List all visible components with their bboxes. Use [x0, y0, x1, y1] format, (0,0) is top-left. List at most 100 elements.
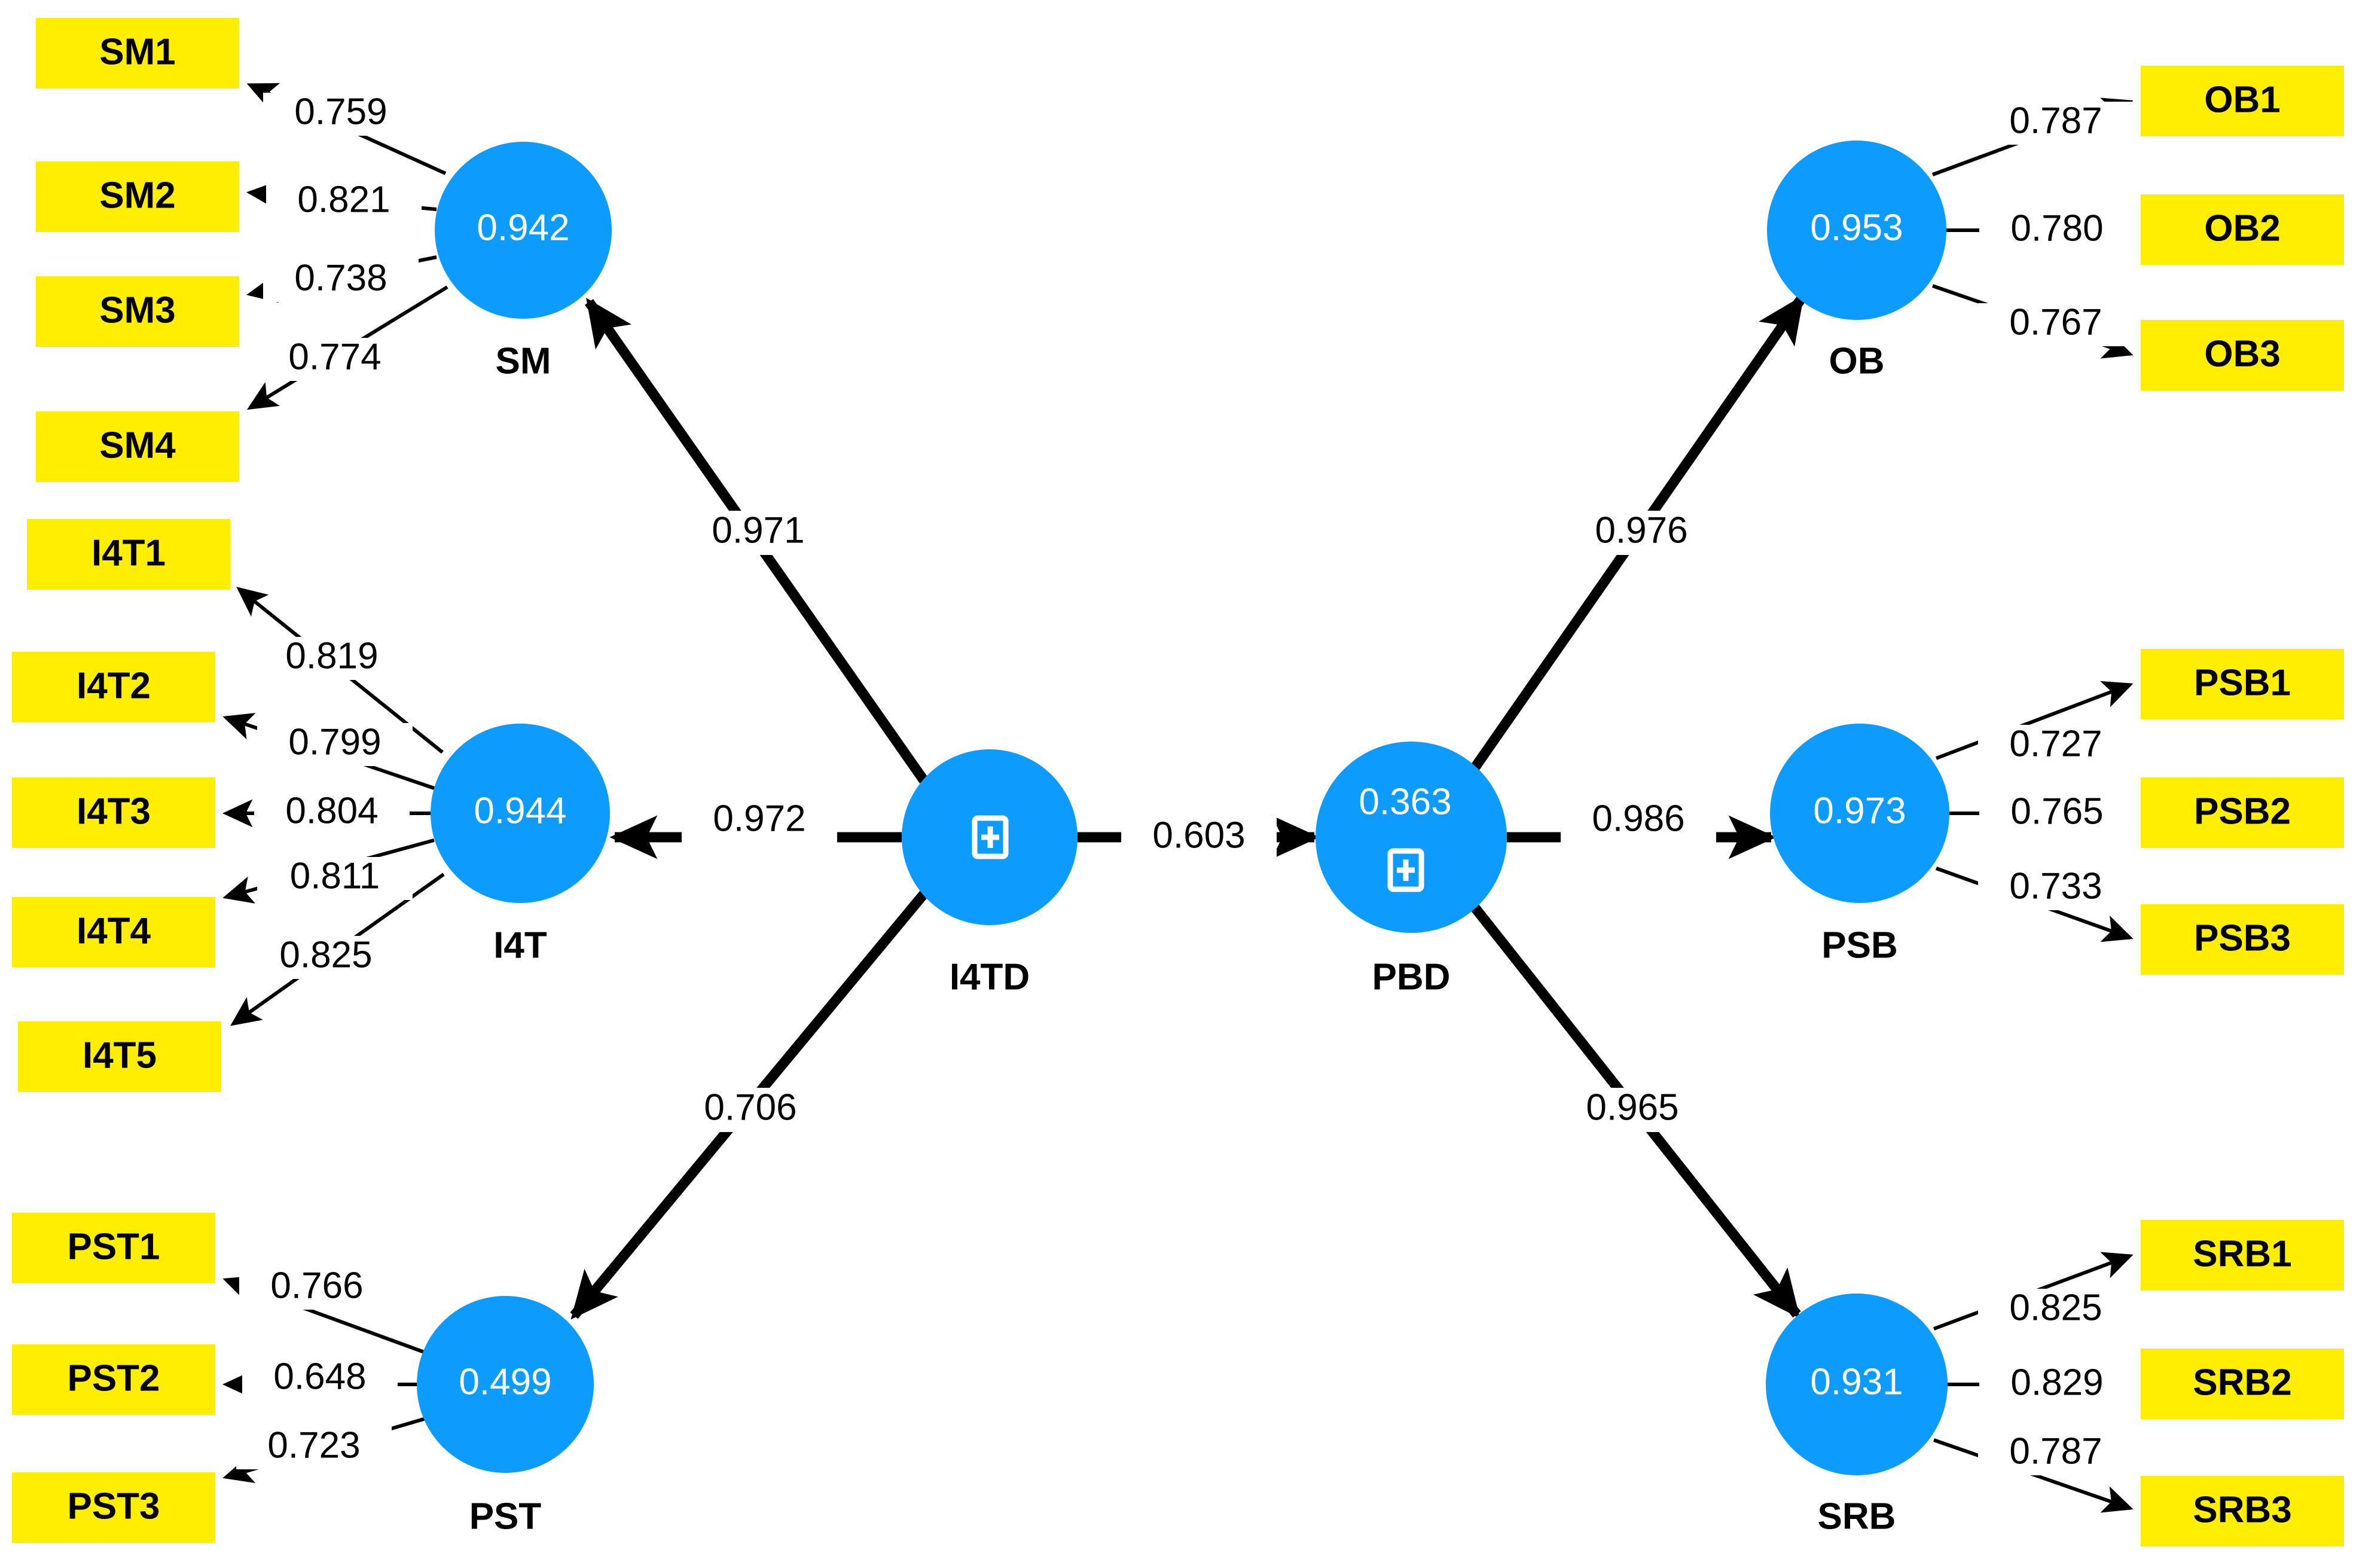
construct-name-label: SRB [1818, 1496, 1896, 1537]
indicator-sm2[interactable]: SM2 [36, 161, 239, 232]
label-backdrop [1978, 725, 2134, 768]
indicator-label: SM3 [99, 289, 175, 331]
loading-value: 0.774 [288, 336, 381, 377]
indicator-psb1[interactable]: PSB1 [2141, 649, 2344, 719]
indicator-box-rect[interactable] [36, 411, 239, 482]
indicator-box-rect[interactable] [2141, 1349, 2344, 1419]
indicator-box-rect[interactable] [12, 1472, 215, 1543]
indicator-sm4[interactable]: SM4 [36, 411, 239, 482]
indicator-label: I4T3 [77, 791, 151, 832]
indicator-label: SM1 [99, 31, 175, 72]
construct-circle[interactable] [1770, 724, 1949, 903]
indicator-box-rect[interactable] [12, 1213, 215, 1283]
label-backdrop [1121, 816, 1277, 860]
indicator-ob1[interactable]: OB1 [2141, 66, 2344, 136]
indicator-box-rect[interactable] [18, 1021, 221, 1092]
label-backdrop [1978, 1289, 2134, 1332]
indicator-box-rect[interactable] [36, 18, 239, 89]
indicator-box-rect[interactable] [12, 777, 215, 848]
indicator-box-rect[interactable] [2141, 1476, 2344, 1546]
loading-label-i4t-i4t3: 0.804 [254, 790, 410, 835]
loading-value: 0.765 [2010, 791, 2103, 832]
loading-label-i4t-i4t1: 0.819 [254, 635, 410, 680]
indicator-pst3[interactable]: PST3 [12, 1472, 215, 1543]
indicator-label: SRB2 [2193, 1362, 2291, 1403]
construct-circle[interactable] [1767, 141, 1946, 320]
loading-value: 0.787 [2009, 100, 2102, 141]
indicator-label: PST1 [67, 1226, 160, 1267]
indicator-psb3[interactable]: PSB3 [2141, 904, 2344, 975]
indicator-box-rect[interactable] [36, 276, 239, 347]
loading-value: 0.825 [279, 934, 372, 975]
label-backdrop [1978, 867, 2134, 910]
path-coefficient: 0.986 [1592, 798, 1684, 839]
indicator-sm3[interactable]: SM3 [36, 276, 239, 347]
indicator-box-rect[interactable] [36, 161, 239, 232]
indicator-pst2[interactable]: PST2 [12, 1344, 215, 1415]
indicator-sm1[interactable]: SM1 [36, 18, 239, 89]
construct-circle[interactable] [1316, 742, 1507, 933]
label-backdrop [257, 723, 413, 766]
label-backdrop [682, 799, 837, 843]
indicator-box-rect[interactable] [2141, 194, 2344, 265]
label-backdrop [673, 1088, 828, 1132]
loading-label-sm-sm3: 0.738 [263, 257, 419, 302]
loading-value: 0.821 [297, 179, 390, 220]
construct-node-pbd[interactable]: 0.363 PBD [1316, 742, 1507, 997]
indicator-ob3[interactable]: OB3 [2141, 320, 2344, 391]
construct-node-ob[interactable]: 0.953 OB [1767, 141, 1946, 382]
loading-label-srb-srb3: 0.787 [1978, 1430, 2134, 1475]
loading-label-ob-ob1: 0.787 [1978, 100, 2134, 145]
loading-label-i4t-i4t5: 0.825 [248, 934, 404, 979]
indicator-pst1[interactable]: PST1 [12, 1213, 215, 1283]
indicator-box-rect[interactable] [2141, 1220, 2344, 1291]
indicator-box-rect[interactable] [12, 652, 215, 722]
construct-circle[interactable] [417, 1296, 594, 1473]
indicator-box-rect[interactable] [12, 897, 215, 968]
indicator-box-rect[interactable] [2141, 320, 2344, 391]
loading-label-i4t-i4t4: 0.811 [257, 855, 413, 900]
construct-node-psb[interactable]: 0.973 PSB [1770, 724, 1949, 966]
indicator-box-rect[interactable] [27, 519, 230, 590]
indicator-srb1[interactable]: SRB1 [2141, 1220, 2344, 1291]
path-label-i4td-pbd: 0.603 [1121, 814, 1277, 860]
plus-box-icon[interactable] [1387, 848, 1424, 892]
construct-circle[interactable] [431, 724, 610, 903]
construct-circle[interactable] [1766, 1294, 1948, 1475]
indicator-box-rect[interactable] [2141, 777, 2344, 848]
construct-node-pst[interactable]: 0.499 PST [417, 1296, 594, 1537]
indicator-box-rect[interactable] [2141, 904, 2344, 975]
indicator-label: I4T1 [91, 532, 166, 573]
label-backdrop [263, 93, 419, 136]
indicator-box-rect[interactable] [2141, 649, 2344, 719]
loading-label-srb-srb1: 0.825 [1978, 1287, 2134, 1332]
indicator-i4t2[interactable]: I4T2 [12, 652, 215, 722]
path-label-pbd-psb: 0.986 [1561, 798, 1716, 843]
construct-node-srb[interactable]: 0.931 SRB [1766, 1294, 1948, 1537]
indicator-srb3[interactable]: SRB3 [2141, 1476, 2344, 1546]
label-backdrop [1979, 1363, 2135, 1407]
construct-node-i4td[interactable]: I4TD [902, 749, 1078, 997]
construct-circle[interactable] [435, 142, 612, 319]
label-backdrop [1979, 209, 2135, 252]
indicator-i4t3[interactable]: I4T3 [12, 777, 215, 848]
plus-box-outline [972, 815, 1009, 859]
indicator-psb2[interactable]: PSB2 [2141, 777, 2344, 848]
indicator-i4t4[interactable]: I4T4 [12, 897, 215, 968]
indicator-i4t1[interactable]: I4T1 [27, 519, 230, 590]
indicator-box-rect[interactable] [2141, 66, 2344, 136]
plus-box-icon[interactable] [972, 815, 1009, 859]
indicator-i4t5[interactable]: I4T5 [18, 1021, 221, 1092]
path-label-i4td-pst: 0.706 [673, 1087, 828, 1132]
construct-node-sm[interactable]: 0.942 SM [435, 142, 612, 382]
indicator-box-rect[interactable] [12, 1344, 215, 1415]
loading-value: 0.829 [2010, 1362, 2103, 1403]
indicator-label: SRB3 [2193, 1489, 2291, 1530]
label-backdrop [1978, 1432, 2134, 1475]
construct-name-label: OB [1829, 340, 1885, 382]
indicator-srb2[interactable]: SRB2 [2141, 1349, 2344, 1419]
path-coefficient: 0.706 [704, 1087, 796, 1128]
loading-value: 0.804 [285, 790, 378, 831]
construct-node-i4t[interactable]: 0.944 I4T [431, 724, 610, 966]
indicator-ob2[interactable]: OB2 [2141, 194, 2344, 265]
